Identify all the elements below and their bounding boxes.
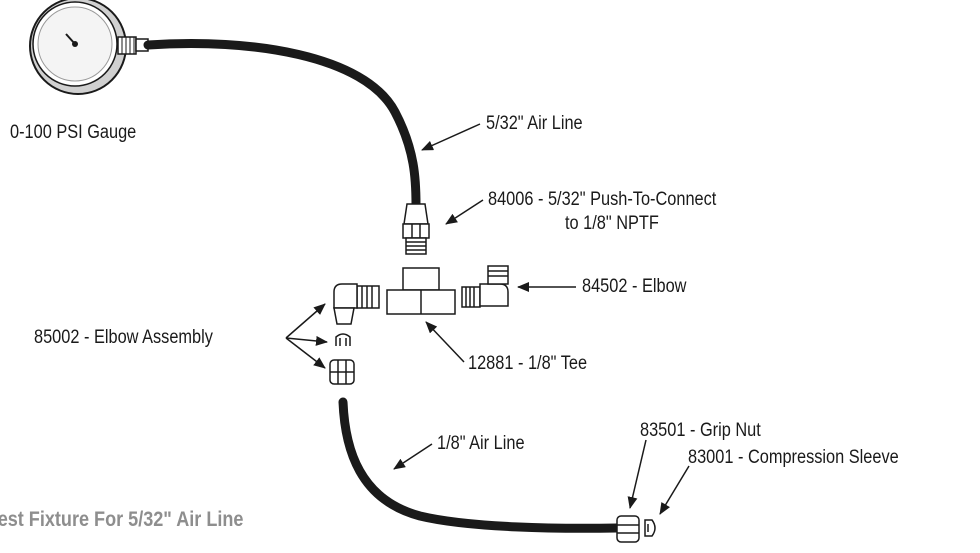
elbow-84502 (461, 265, 509, 308)
arrow-grip-nut (627, 439, 647, 509)
elbow-assembly-85002 (329, 283, 380, 385)
pressure-gauge (29, 0, 149, 95)
push-to-connect-fitting (402, 203, 430, 255)
air-line-18-label: 1/8" Air Line (437, 433, 525, 454)
air-line-18-tube (338, 397, 622, 533)
leader-arrows (285, 123, 690, 515)
arrow-elbow-assembly-3 (285, 337, 326, 369)
arrow-push-to-connect (445, 199, 484, 225)
arrow-tee (425, 321, 465, 363)
arrow-air-line-18 (393, 443, 433, 470)
tee-fitting (386, 267, 456, 315)
push-to-connect-label-line2: to 1/8" NPTF (565, 213, 659, 234)
gauge-label: 0-100 PSI Gauge (10, 122, 137, 143)
air-line-532-label: 5/32" Air Line (486, 113, 583, 134)
arrow-elbow-assembly-1 (285, 303, 326, 339)
grip-nut-label: 83501 - Grip Nut (640, 420, 761, 441)
tee-label: 12881 - 1/8" Tee (468, 353, 588, 374)
air-line-532-tube (143, 39, 421, 210)
arrow-compression-sleeve (659, 465, 690, 515)
figure-title: Test Fixture For 5/32" Air Line (0, 508, 244, 531)
compression-sleeve-label: 83001 - Compression Sleeve (688, 447, 899, 468)
grip-nut-83501 (616, 515, 640, 543)
elbow-assembly-label: 85002 - Elbow Assembly (34, 327, 213, 348)
push-to-connect-label-line1: 84006 - 5/32" Push-To-Connect (488, 189, 717, 210)
compression-sleeve-83001 (644, 519, 656, 537)
arrow-air-line-532 (421, 123, 481, 151)
arrow-elbow-assembly-2 (285, 335, 328, 346)
elbow-label: 84502 - Elbow (582, 276, 687, 297)
